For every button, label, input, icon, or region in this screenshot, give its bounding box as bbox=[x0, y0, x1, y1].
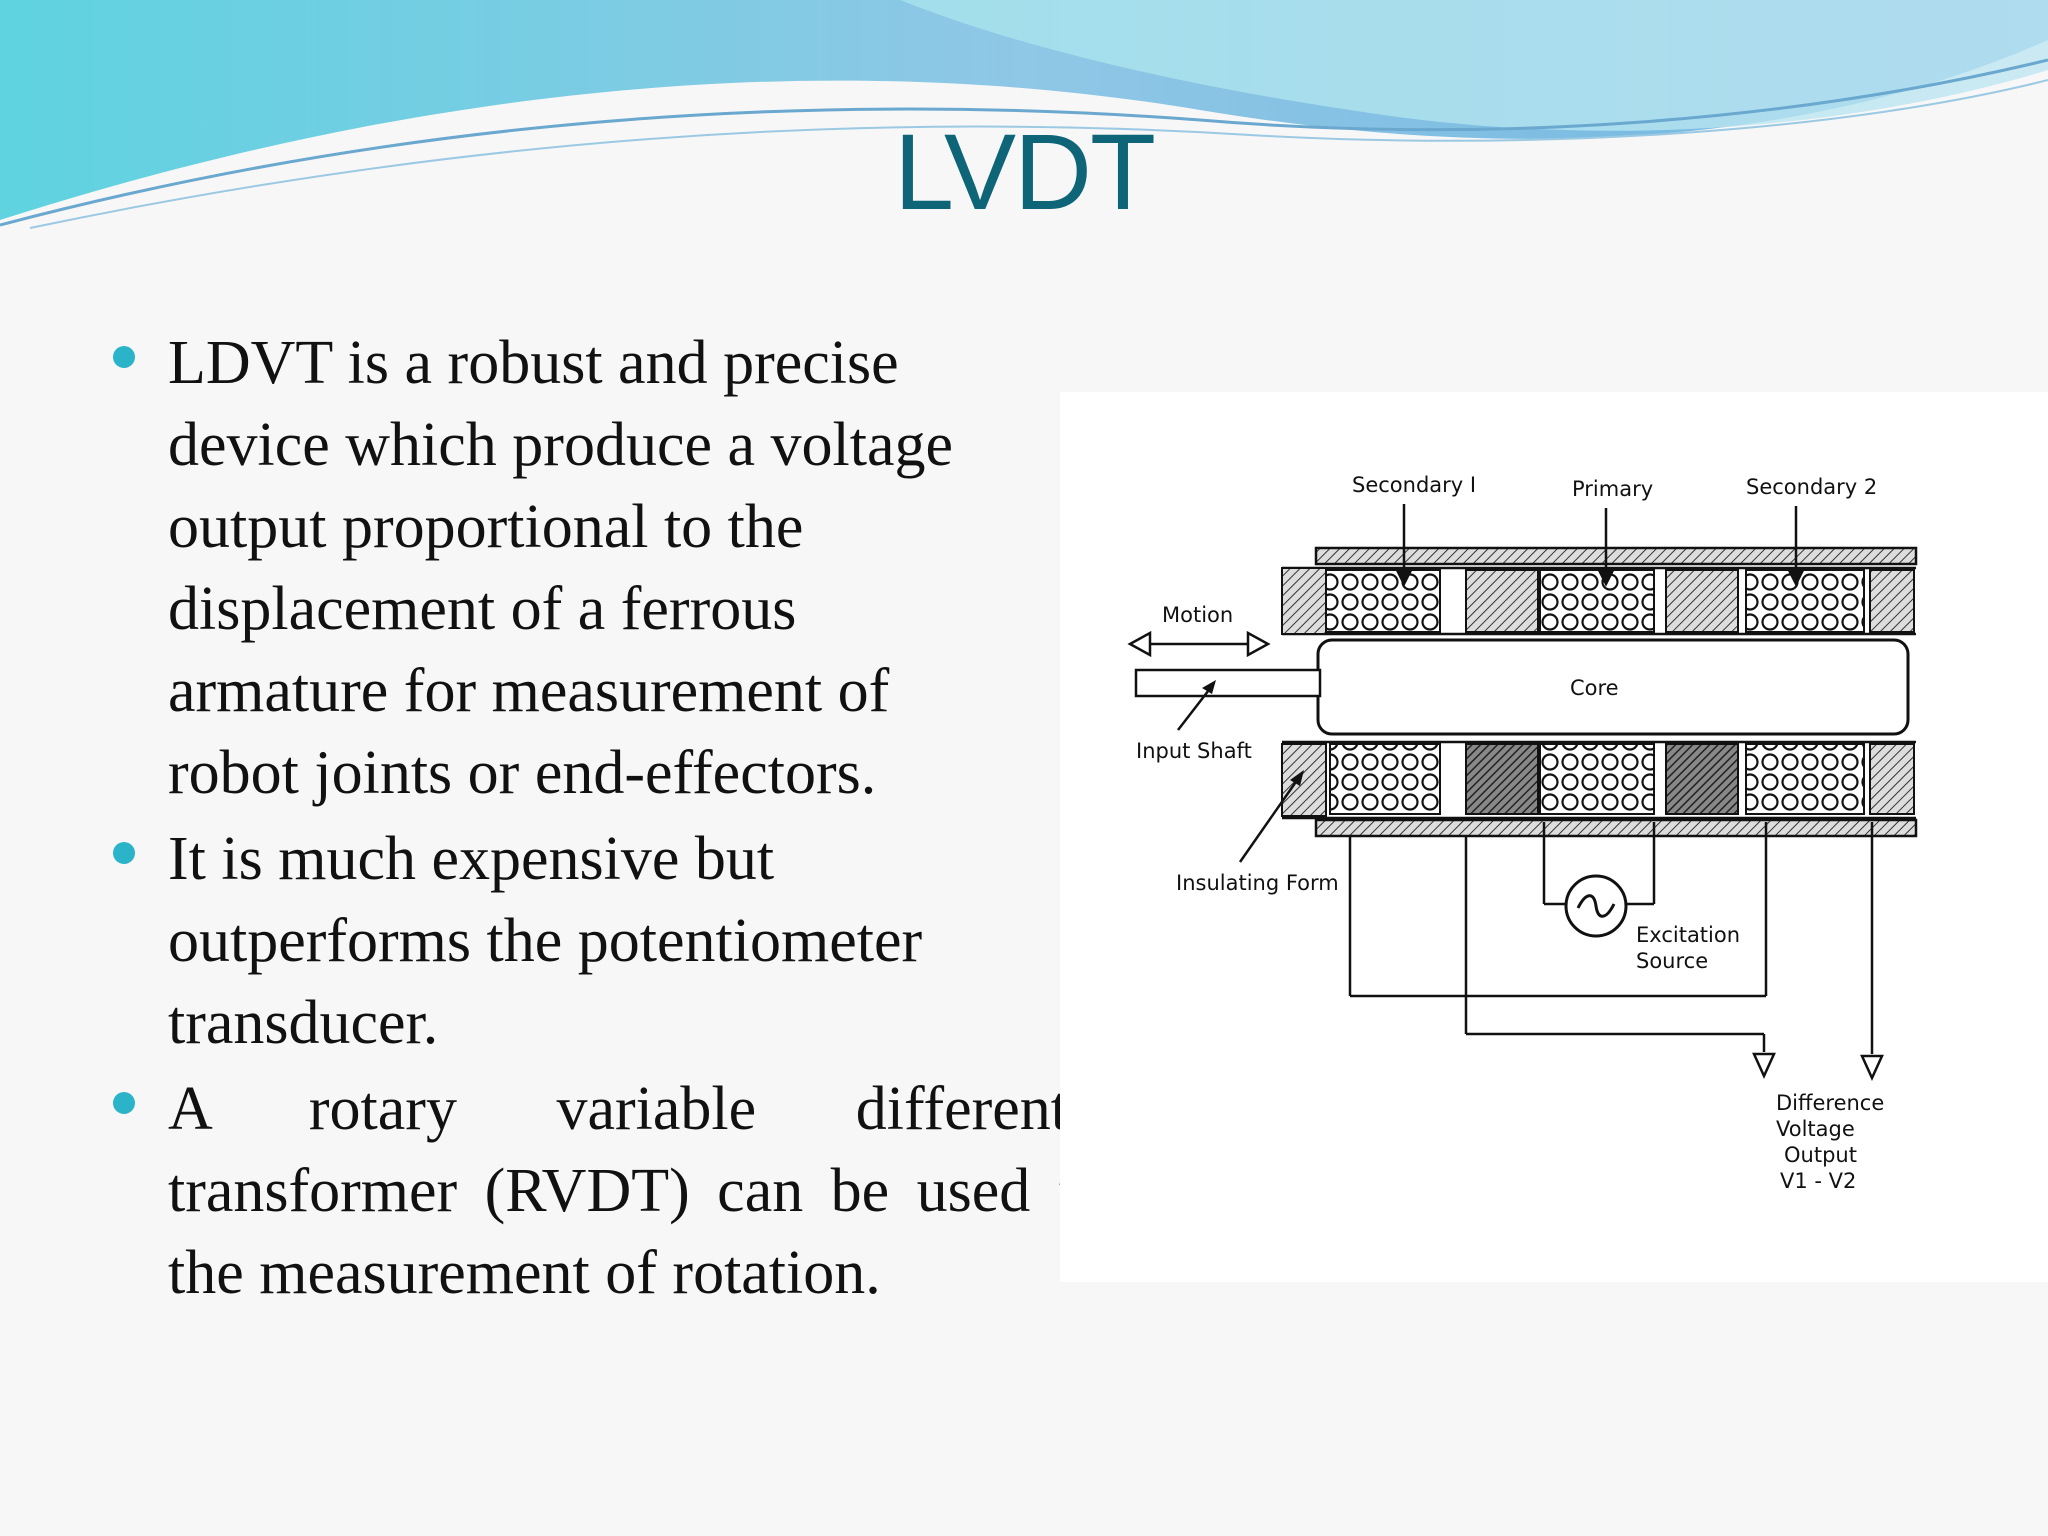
input-shaft bbox=[1134, 668, 1322, 698]
bullet-dot-icon bbox=[113, 1092, 135, 1114]
excitation-label-line2: Source bbox=[1636, 949, 1708, 973]
motion-arrow bbox=[1127, 630, 1271, 658]
output-label-line1: Difference bbox=[1776, 1091, 1884, 1115]
primary-label: Primary bbox=[1572, 477, 1653, 501]
insulating-form-label: Insulating Form bbox=[1176, 871, 1339, 895]
top-pointers bbox=[1394, 504, 1806, 587]
excitation-label-line1: Excitation bbox=[1636, 923, 1740, 947]
header-wave-decoration bbox=[0, 0, 2048, 229]
core-label: Core bbox=[1570, 676, 1619, 700]
secondary-2-label: Secondary 2 bbox=[1746, 475, 1877, 499]
output-label-line3: Output bbox=[1784, 1143, 1857, 1167]
bullet-text: LDVT is a robust and precise device whic… bbox=[168, 329, 953, 807]
output-terminals bbox=[1752, 1052, 1884, 1082]
motion-label: Motion bbox=[1162, 603, 1233, 627]
output-label-line4: V1 - V2 bbox=[1780, 1169, 1856, 1193]
bullet-item: A rotary variable differential transform… bbox=[110, 1068, 1130, 1314]
wiring bbox=[1348, 822, 1874, 1054]
bullet-item: It is much expensive but outperforms the… bbox=[110, 818, 1020, 1064]
bullet-text: It is much expensive but outperforms the… bbox=[168, 825, 923, 1057]
excitation-source-icon bbox=[1564, 874, 1628, 938]
input-shaft-label: Input Shaft bbox=[1136, 739, 1252, 763]
slide-title: LVDT bbox=[893, 111, 1156, 232]
lvdt-diagram: Core Motion Input Shaft Insulating Form … bbox=[1127, 473, 1918, 1193]
lvdt-diagram-panel: Core Motion Input Shaft Insulating Form … bbox=[1060, 392, 2048, 1282]
bottom-winding-row bbox=[1281, 743, 1915, 817]
output-label-line2: Voltage bbox=[1776, 1117, 1855, 1141]
top-winding-row bbox=[1281, 567, 1915, 635]
bullet-text: A rotary variable differential transform… bbox=[168, 1075, 1130, 1307]
bullet-dot-icon bbox=[113, 346, 135, 368]
bullet-item: LDVT is a robust and precise device whic… bbox=[110, 322, 1020, 814]
secondary-1-label: Secondary I bbox=[1352, 473, 1476, 497]
bullet-list: LDVT is a robust and precise device whic… bbox=[110, 322, 1130, 1318]
bullet-dot-icon bbox=[113, 842, 135, 864]
